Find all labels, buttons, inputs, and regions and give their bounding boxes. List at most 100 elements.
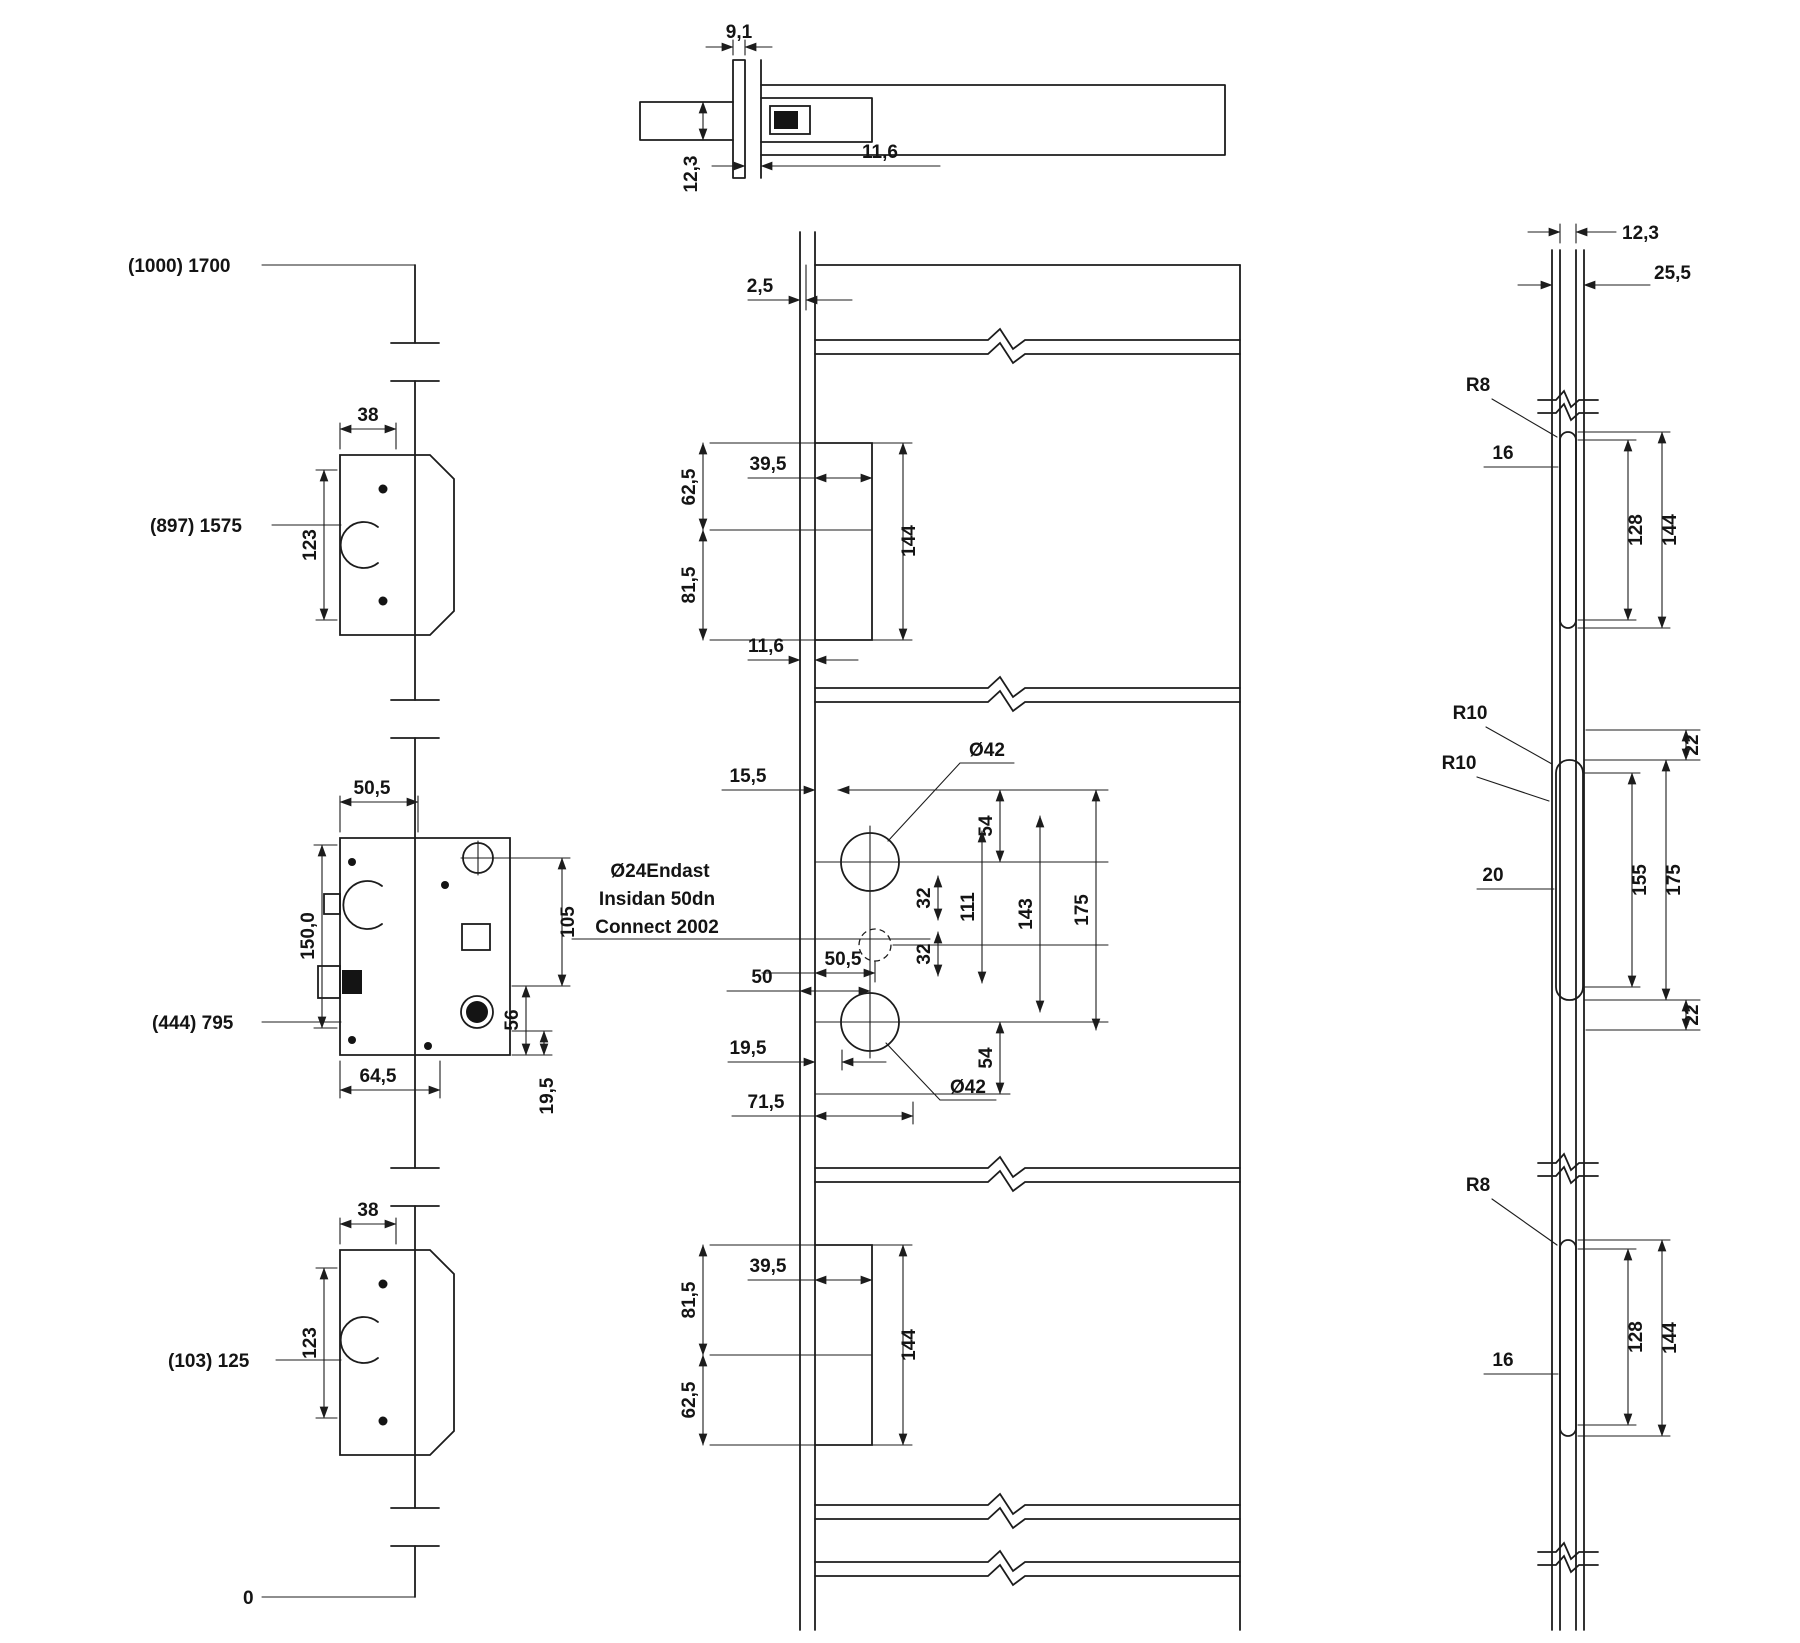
dim-54-top: 54 — [976, 815, 997, 837]
left-elevation-view: (1000) 1700 (897) 1575 (444) 795 (103) 1… — [128, 256, 579, 1609]
dim-56: 56 — [502, 1009, 523, 1030]
dim-62-5: 62,5 — [679, 1381, 700, 1418]
screw-hole — [441, 881, 449, 889]
dim-15-5: 15,5 — [730, 766, 767, 787]
height-label-0: 0 — [243, 1588, 254, 1609]
dim-111: 111 — [958, 892, 979, 922]
slot-outline — [1559, 1239, 1577, 1437]
dim-81-5: 81,5 — [679, 566, 700, 603]
hookbolt-symbol — [339, 521, 379, 569]
faceplate-outline — [339, 1249, 455, 1456]
dim-175: 175 — [1072, 894, 1093, 926]
dim-71-5: 71,5 — [748, 1092, 785, 1113]
drilling-pattern: 15,5 Ø42 Ø42 Ø24Endast Insidan 50dn Conn… — [571, 740, 1109, 1125]
main-lock-case: 50,5 150,0 105 56 19,5 64,5 — [298, 778, 579, 1114]
dim-22-bottom: 22 — [1682, 1004, 1703, 1025]
dim-143: 143 — [1016, 898, 1037, 930]
dim-38: 38 — [357, 405, 378, 426]
dim-50: 50 — [751, 967, 772, 988]
break-band — [1537, 1152, 1599, 1185]
break-band — [814, 1492, 1241, 1530]
dim-150-0: 150,0 — [298, 912, 319, 960]
dim-50-5: 50,5 — [825, 949, 862, 970]
upper-hookbolt-case: 38 123 — [300, 405, 455, 636]
dim-16: 16 — [1492, 1350, 1513, 1371]
dim-20: 20 — [1482, 865, 1503, 886]
dim-11-6: 11,6 — [748, 636, 784, 657]
door-panel-section — [760, 84, 1226, 156]
leader-r8 — [1491, 398, 1558, 438]
hookbolt-symbol — [342, 880, 383, 930]
note-line-2: Insidan 50dn — [599, 889, 715, 910]
radius-r10-label: R10 — [1453, 703, 1488, 724]
middle-slot: R10 R10 22 20 155 175 22 — [1442, 703, 1703, 1031]
dim-144: 144 — [1660, 514, 1681, 546]
top-section-view: 9,1 12,3 11,6 — [639, 22, 1226, 193]
dim-64-5: 64,5 — [360, 1066, 397, 1087]
right-profile-view: 12,3 25,5 R8 16 128 144 R10 R10 — [1442, 223, 1703, 1631]
dim-22-top: 22 — [1682, 734, 1703, 755]
break-band — [814, 1155, 1241, 1193]
dia-42-bottom-label: Ø42 — [950, 1077, 986, 1098]
dim-16: 16 — [1492, 443, 1513, 464]
faceplate-edge-lines — [1551, 249, 1585, 1631]
slot-outline — [1559, 431, 1577, 629]
dim-11-6: 11,6 — [862, 142, 898, 163]
cutout-outline — [814, 442, 873, 641]
leader-dia42-bottom — [885, 1042, 997, 1101]
faceplate-section — [732, 59, 762, 179]
dim-144: 144 — [899, 525, 920, 557]
faceplate-outline — [339, 454, 455, 636]
screw-hole — [348, 858, 356, 866]
dim-25-5: 25,5 — [1654, 263, 1691, 284]
break-band — [1537, 1541, 1599, 1574]
dim-105: 105 — [558, 906, 579, 938]
screw-hole — [424, 1042, 432, 1050]
dim-54-bottom: 54 — [976, 1047, 997, 1069]
dim-50-5: 50,5 — [354, 778, 391, 799]
height-label-1700: (1000) 1700 — [128, 256, 230, 277]
dim-38: 38 — [357, 1200, 378, 1221]
follower-square — [461, 923, 491, 951]
strike-lip — [639, 101, 734, 141]
screw-hole — [378, 596, 388, 606]
dim-81-5: 81,5 — [679, 1281, 700, 1318]
break-band — [1537, 389, 1599, 422]
dim-9-1: 9,1 — [726, 22, 753, 43]
radius-r10-label: R10 — [1442, 753, 1477, 774]
dim-175: 175 — [1664, 864, 1685, 896]
dim-39-5: 39,5 — [750, 454, 787, 475]
screw-hole — [378, 1279, 388, 1289]
dim-19-5: 19,5 — [537, 1077, 558, 1114]
cylinder-ring — [460, 995, 494, 1029]
upper-faceplate-cutout: 62,5 81,5 39,5 144 11,6 — [679, 442, 920, 665]
cylinder-hole — [466, 1001, 488, 1023]
center-front-view: 2,5 62,5 81,5 39,5 144 11,6 15,5 — [571, 231, 1241, 1631]
height-label-1575: (897) 1575 — [150, 516, 242, 537]
break-band — [814, 1549, 1241, 1587]
break-band — [814, 675, 1241, 713]
deadbolt — [317, 965, 341, 999]
dia-42-top-label: Ø42 — [969, 740, 1005, 761]
door-edge-lines — [799, 231, 816, 1631]
leader-r10-b — [1476, 776, 1550, 802]
leader-dia42-top — [887, 762, 1015, 842]
dim-12-3: 12,3 — [681, 156, 702, 193]
dim-19-5: 19,5 — [730, 1038, 767, 1059]
dim-128: 128 — [1626, 1321, 1647, 1353]
dim-155: 155 — [1630, 864, 1651, 896]
dim-123: 123 — [300, 1327, 321, 1359]
dim-144: 144 — [1660, 1322, 1681, 1354]
height-label-795: (444) 795 — [152, 1013, 234, 1034]
latchbolt — [323, 893, 341, 915]
cutout-outline — [814, 1244, 873, 1446]
leader-r8 — [1491, 1198, 1558, 1246]
handle-hole-top — [840, 832, 900, 892]
break-ticks — [390, 342, 440, 1547]
lower-hookbolt-case: 38 123 — [300, 1200, 455, 1456]
dim-123: 123 — [300, 529, 321, 561]
dim-2-5: 2,5 — [747, 276, 774, 297]
screw-hole — [378, 1416, 388, 1426]
